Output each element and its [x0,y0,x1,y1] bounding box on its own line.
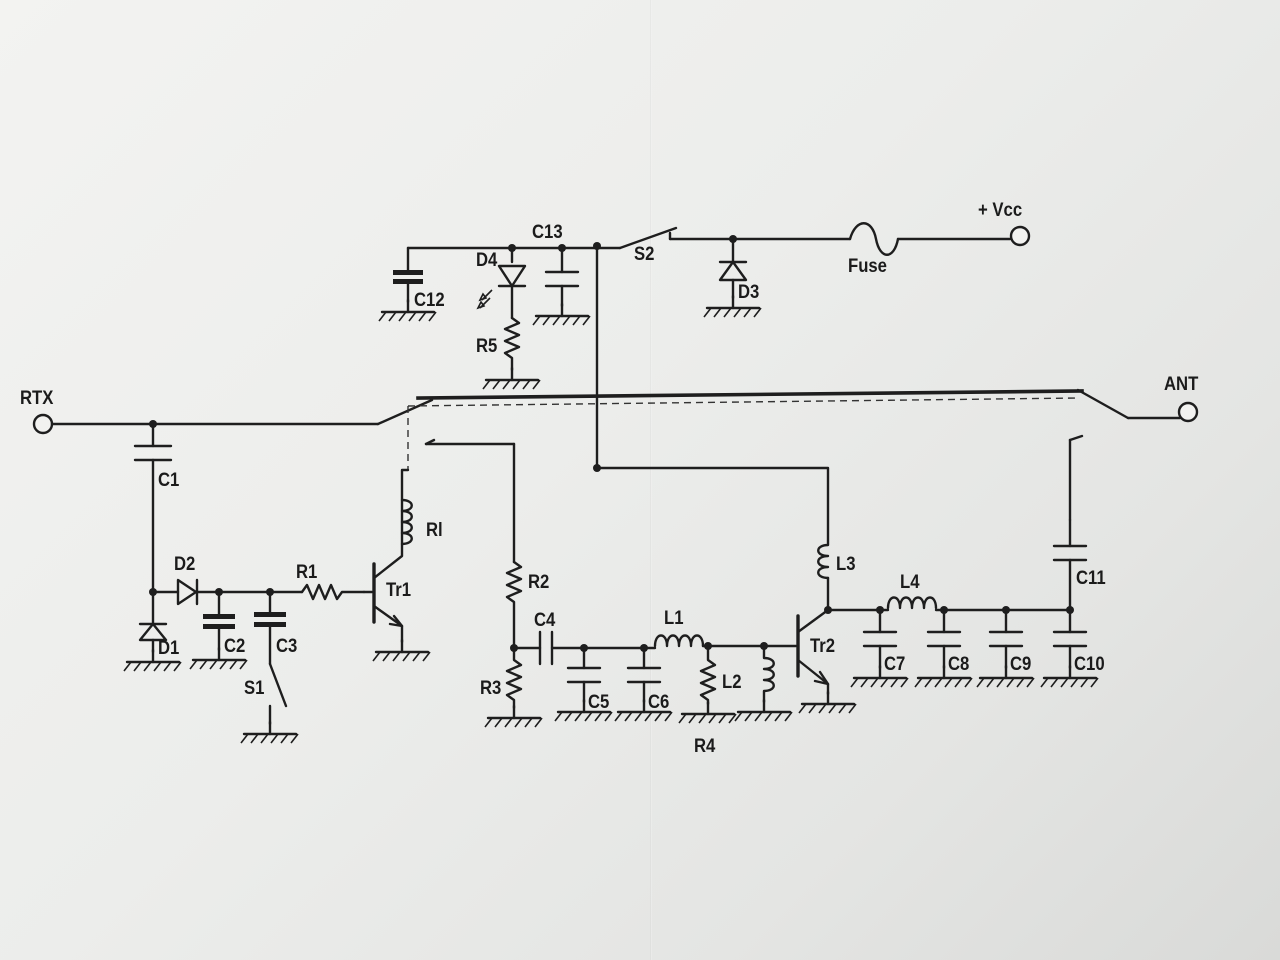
label-c9: C9 [1010,653,1031,674]
diode-d2 [176,578,199,606]
label-d1: D1 [158,637,179,658]
labels: RTX ANT + Vcc Fuse S2 D3 C13 D4 C12 R5 C… [20,199,1198,756]
capacitor-c5 [566,646,602,704]
capacitor-c10 [1052,608,1088,670]
inductor-l1 [653,634,705,648]
rtx-terminal[interactable] [32,413,54,435]
resistor-r5 [503,316,521,372]
resistor-r3 [505,646,523,710]
led-d4 [476,246,527,320]
label-d2: D2 [174,553,195,574]
resistor-r1 [300,583,366,601]
capacitor-c9 [988,608,1024,670]
label-rl: Rl [426,519,443,540]
switch-s1 [268,662,288,726]
label-c7: C7 [884,653,905,674]
label-l4: L4 [900,571,920,592]
label-c11: C11 [1076,567,1106,588]
label-tr1: Tr1 [386,579,411,600]
capacitor-c1 [133,422,173,626]
ant-terminal[interactable] [1177,401,1199,423]
label-l3: L3 [836,553,856,574]
label-s2: S2 [634,243,654,264]
fuse-symbol [848,222,900,256]
label-tr2: Tr2 [810,635,835,656]
label-c3: C3 [276,635,297,656]
label-r2: R2 [528,571,549,592]
label-ant: ANT [1164,373,1198,394]
paper-fold [650,0,652,960]
capacitor-c2 [203,590,235,652]
amplifier-section [483,442,1100,729]
transistor-tr1 [362,468,410,644]
switch-s2 [618,226,678,250]
label-c1: C1 [158,469,179,490]
capacitor-c8 [926,608,962,670]
capacitor-c6 [626,646,662,704]
inductor-l4 [886,596,938,610]
label-c8: C8 [948,653,969,674]
supply-section [377,222,1031,470]
label-l2: L2 [722,671,742,692]
label-r3: R3 [480,677,501,698]
label-s1: S1 [244,677,264,698]
relay-section [32,388,1199,522]
label-vcc: + Vcc [978,199,1022,220]
label-c6: C6 [648,691,669,712]
label-fuse: Fuse [848,255,887,276]
label-r1: R1 [296,561,317,582]
label-l1: L1 [664,607,684,628]
detector-section [122,422,432,745]
label-c4: C4 [534,609,555,630]
capacitor-c3 [254,590,286,666]
inductor-l3 [595,466,830,580]
label-c10: C10 [1074,653,1105,674]
relay-coil-rl [400,498,413,546]
label-c13: C13 [532,221,563,242]
capacitor-c11 [1052,518,1088,612]
label-c5: C5 [588,691,609,712]
label-rtx: RTX [20,387,53,408]
label-r5: R5 [476,335,497,356]
resistor-r2 [505,560,523,650]
label-r4: R4 [694,735,715,756]
capacitor-c13 [544,246,580,308]
label-c12: C12 [414,289,445,310]
transistor-tr2 [796,608,830,696]
label-d4: D4 [476,249,497,270]
capacitor-c4 [512,630,657,666]
resistor-r4 [699,644,717,706]
label-d3: D3 [738,281,759,302]
vcc-terminal[interactable] [1009,225,1031,247]
inductor-l2 [762,644,775,704]
label-c2: C2 [224,635,245,656]
capacitor-c7 [862,608,898,670]
